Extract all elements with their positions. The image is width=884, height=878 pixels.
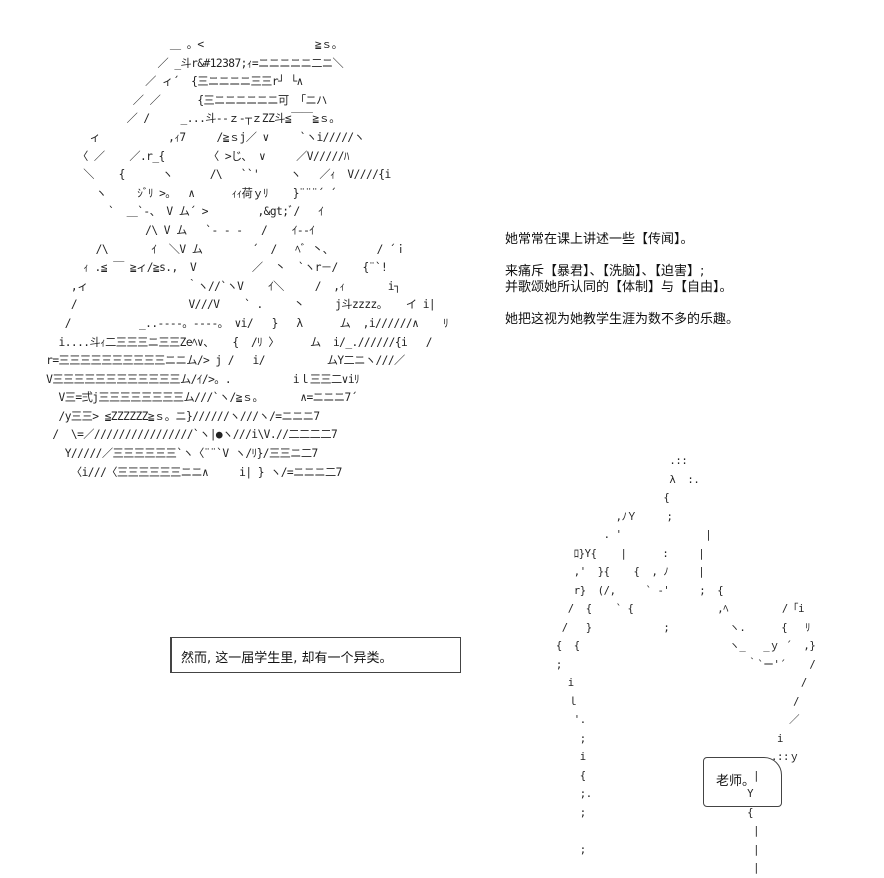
narration-box-text: 然而, 这一届学生里, 却有一个异类。 [181, 651, 393, 666]
narration-text: 她常常在课上讲述一些【传闻】。 来痛斥【暴君】、【洗脑】、【迫害】; 并歌颂她所… [505, 232, 865, 328]
raised-hand-ascii-art: .:: λ :. { ,ﾉＹ ; . ' | ﾛ}Y{ | : | ,' }{ … [555, 455, 816, 874]
narration-box: 然而, 这一届学生里, 却有一个异类。 [170, 637, 461, 673]
narration-line-2: 来痛斥【暴君】、【洗脑】、【迫害】; [505, 264, 705, 279]
narration-line-3: 并歌颂她所认同的【体制】与【自由】。 [505, 280, 733, 295]
speech-bubble: 老师。 [703, 757, 782, 807]
teacher-ascii-art: ＿ 。< ≧ｓ。 ／ _斗r&#12387;ｨ=ニニニニニ二ニ＼ ／ ィ´ {三… [46, 38, 449, 479]
speech-bubble-text: 老师。 [716, 774, 756, 789]
narration-line-4: 她把这视为她教学生涯为数不多的乐趣。 [505, 312, 740, 327]
narration-line-1: 她常常在课上讲述一些【传闻】。 [505, 232, 694, 247]
